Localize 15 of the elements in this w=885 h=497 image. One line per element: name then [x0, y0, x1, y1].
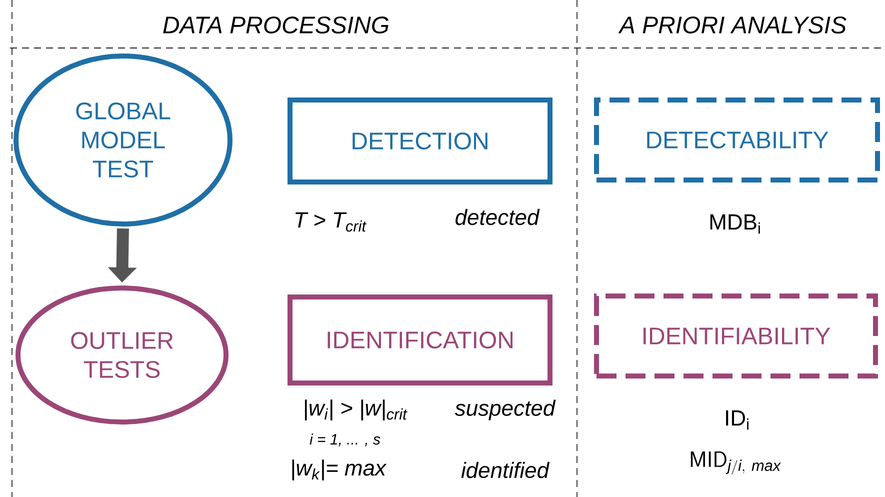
- formula-label: $\mathsf{MID}_{\mathsf{\mathit{j/i},\ \mathit{max}}}$: [690, 452, 782, 474]
- status-label: detected: [456, 208, 540, 226]
- process-box: DETECTION: [288, 98, 552, 184]
- process-box: IDENTIFICATION: [288, 294, 552, 386]
- analysis-box: IDENTIFIABILITY: [594, 294, 878, 378]
- status-label: identified: [461, 462, 550, 478]
- section-heading: DATA PROCESSING: [163, 16, 389, 34]
- formula-label: i = 1, ... , s: [310, 434, 380, 446]
- formula-label: ID$_{i}$: [726, 410, 748, 430]
- formula-label: |w$_{k}$|= max: [292, 460, 387, 480]
- status-label: suspected: [454, 400, 556, 420]
- section-heading: A PRIORI ANALYSIS: [618, 16, 846, 34]
- formula-label: T > T$_{crit}$: [296, 212, 367, 232]
- analysis-box: DETECTABILITY: [594, 98, 880, 182]
- formula-label: MDB$_{i}$: [710, 214, 760, 234]
